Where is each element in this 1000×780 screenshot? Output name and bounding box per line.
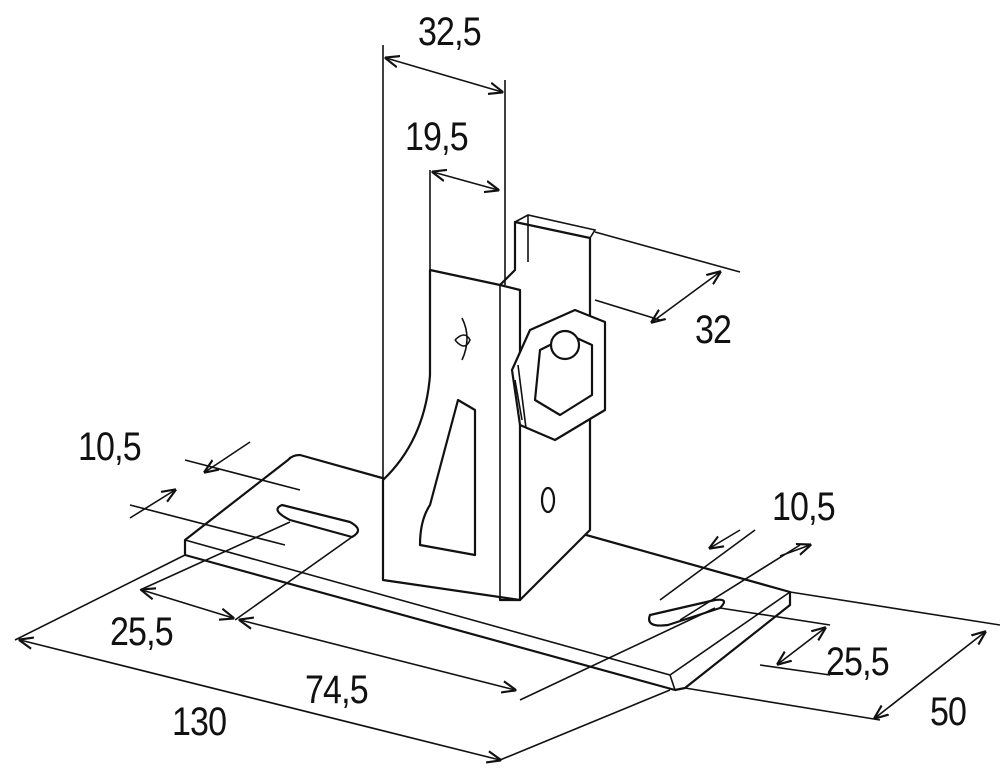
fish-logo-icon	[454, 317, 471, 361]
dim-slot-width-right: 10,5	[772, 485, 836, 529]
dim-base-width: 50	[930, 690, 967, 734]
dim-slot-length-right: 25,5	[826, 640, 890, 684]
hole-icon	[540, 486, 556, 514]
dimension-lines	[14, 45, 1000, 760]
dim-base-length: 130	[172, 700, 227, 744]
dim-upright-depth: 32	[695, 308, 732, 352]
side-slot	[418, 398, 477, 557]
bolt-assembly	[510, 308, 607, 442]
dim-slot-width-left: 10,5	[78, 425, 142, 469]
dim-upright-inner-width: 19,5	[405, 115, 469, 159]
dim-upright-outer-width: 32,5	[418, 10, 482, 54]
dim-slot-spacing: 74,5	[305, 668, 369, 712]
dim-slot-length-left: 25,5	[110, 610, 174, 654]
